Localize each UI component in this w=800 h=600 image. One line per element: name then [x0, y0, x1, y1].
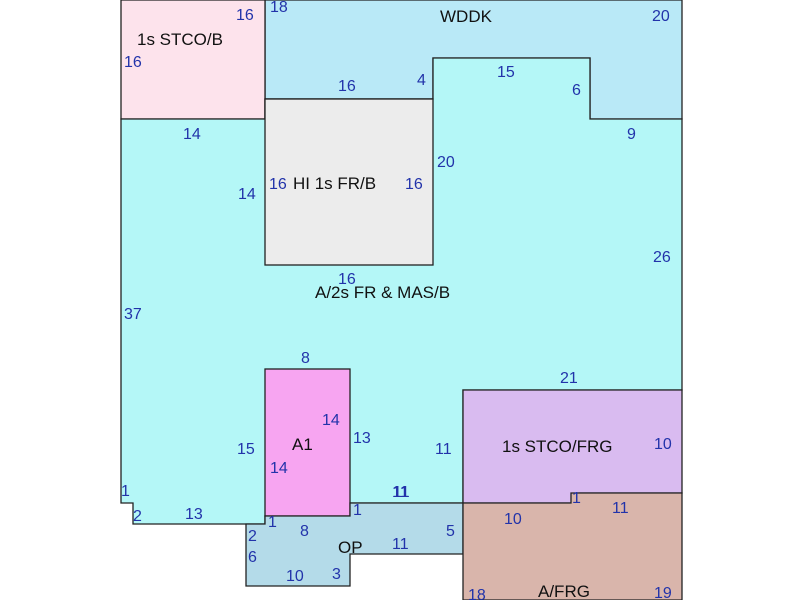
label-afrg: A/FRG — [538, 582, 590, 600]
dim-main-bottom: 13 — [185, 506, 203, 523]
dim-op-right: 5 — [446, 523, 455, 540]
dim-wddk-notch-side: 6 — [572, 82, 581, 99]
dim-afrg-right: 19 — [654, 585, 672, 600]
dim-main-hi-bottom: 16 — [338, 271, 356, 288]
dim-op-left-lower: 6 — [248, 549, 257, 566]
dim-op-bottom: 10 — [286, 568, 304, 585]
dim-hi-right: 16 — [405, 176, 423, 193]
dim-stco-frg-bottom-left: 11 — [392, 484, 409, 501]
dim-afrg-top-left: 10 — [504, 511, 522, 528]
dim-main-left: 37 — [124, 306, 142, 323]
dim-op-corner: 1 — [268, 514, 277, 531]
area-hi[interactable] — [264, 98, 434, 266]
dim-hi-left: 16 — [269, 176, 287, 193]
dim-op-upper: 11 — [393, 484, 410, 501]
dim-main-top: 14 — [183, 126, 201, 143]
label-op: OP — [338, 538, 363, 557]
dim-op-top: 8 — [300, 523, 309, 540]
dim-wddk-left: 18 — [270, 0, 288, 16]
dim-main-hi-right: 20 — [437, 154, 455, 171]
dim-wddk-notch-top: 15 — [497, 64, 515, 81]
dim-wddk-bottom: 16 — [338, 78, 356, 95]
area-op[interactable] — [245, 502, 464, 587]
dim-stco-b-left: 16 — [124, 54, 142, 71]
dim-a1-top: 8 — [301, 350, 310, 367]
dim-a1-left-inner: 14 — [270, 460, 288, 477]
label-hi: HI 1s FR/B — [293, 174, 376, 193]
dim-main-corner-1: 1 — [121, 483, 130, 500]
area-a1[interactable] — [264, 368, 351, 517]
dim-op-left-upper: 2 — [248, 528, 257, 545]
label-stco-frg: 1s STCO/FRG — [502, 437, 613, 456]
dim-afrg-left: 18 — [468, 587, 486, 600]
dim-wddk-right: 20 — [652, 8, 670, 25]
dim-op-right-top: 11 — [392, 536, 409, 553]
dim-stco-b-top: 16 — [236, 7, 254, 24]
label-stco-b: 1s STCO/B — [137, 30, 223, 49]
left-margin — [0, 0, 121, 600]
dim-wddk-step: 4 — [417, 72, 426, 89]
label-wddk: WDDK — [440, 7, 493, 26]
dim-main-frg-top: 21 — [560, 370, 578, 387]
right-margin — [682, 0, 800, 600]
label-main: A/2s FR & MAS/B — [315, 283, 450, 302]
dim-main-corner-2: 2 — [133, 508, 142, 525]
dim-stco-frg-left: 11 — [435, 441, 452, 458]
dim-stco-frg-right: 10 — [654, 436, 672, 453]
label-a1: A1 — [292, 435, 313, 454]
dim-wddk-lower: 9 — [627, 126, 636, 143]
dim-op-step: 3 — [332, 566, 341, 583]
dim-op-notch: 1 — [353, 502, 362, 519]
dim-afrg-top-right: 11 — [612, 500, 629, 517]
area-afrg[interactable] — [462, 492, 683, 600]
dim-a1-right-inner: 14 — [322, 412, 340, 429]
dim-main-hi-left: 14 — [238, 186, 256, 203]
dim-a1-right-outer: 13 — [353, 430, 371, 447]
dim-a1-left-outer: 15 — [237, 441, 255, 458]
dim-main-right: 26 — [653, 249, 671, 266]
dim-afrg-notch: 1 — [572, 490, 581, 507]
